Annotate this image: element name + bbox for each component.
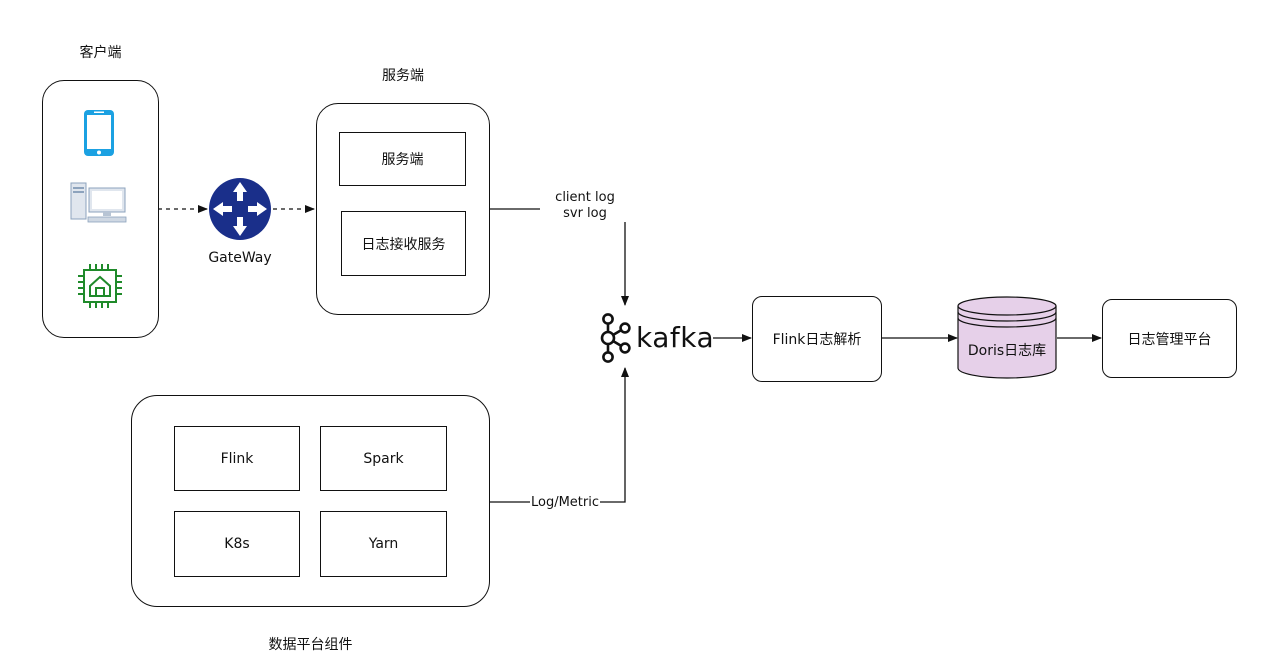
server-title: 服务端 xyxy=(382,68,424,84)
client-log-label: client log xyxy=(555,190,615,205)
iot-chip-icon xyxy=(78,264,122,308)
edge-server-kafka xyxy=(490,208,629,306)
flink-parse-box: Flink日志解析 xyxy=(752,296,882,382)
edge-platform-kafka xyxy=(490,367,629,503)
log-platform-box: 日志管理平台 xyxy=(1102,299,1237,378)
database-icon xyxy=(957,296,1057,379)
doris-label: Doris日志库 xyxy=(967,343,1047,359)
component-spark: Spark xyxy=(320,426,447,491)
component-k8s: K8s xyxy=(174,511,300,577)
gateway-label: GateWay xyxy=(208,250,272,266)
desktop-icon xyxy=(70,182,127,223)
component-flink: Flink xyxy=(174,426,300,491)
router-icon xyxy=(209,178,271,240)
server-box: 服务端 xyxy=(339,132,466,186)
kafka-logo-icon xyxy=(600,313,631,363)
log-metric-label: Log/Metric xyxy=(530,495,600,510)
component-yarn: Yarn xyxy=(320,511,447,577)
client-title: 客户端 xyxy=(79,45,122,61)
edge-label-server-kafka: client log svr log xyxy=(540,190,630,222)
phone-icon xyxy=(84,110,114,156)
data-platform-title: 数据平台组件 xyxy=(268,637,353,653)
svr-log-label: svr log xyxy=(563,206,607,221)
kafka-label: kafka xyxy=(636,321,715,354)
log-receive-service-box: 日志接收服务 xyxy=(341,211,466,276)
